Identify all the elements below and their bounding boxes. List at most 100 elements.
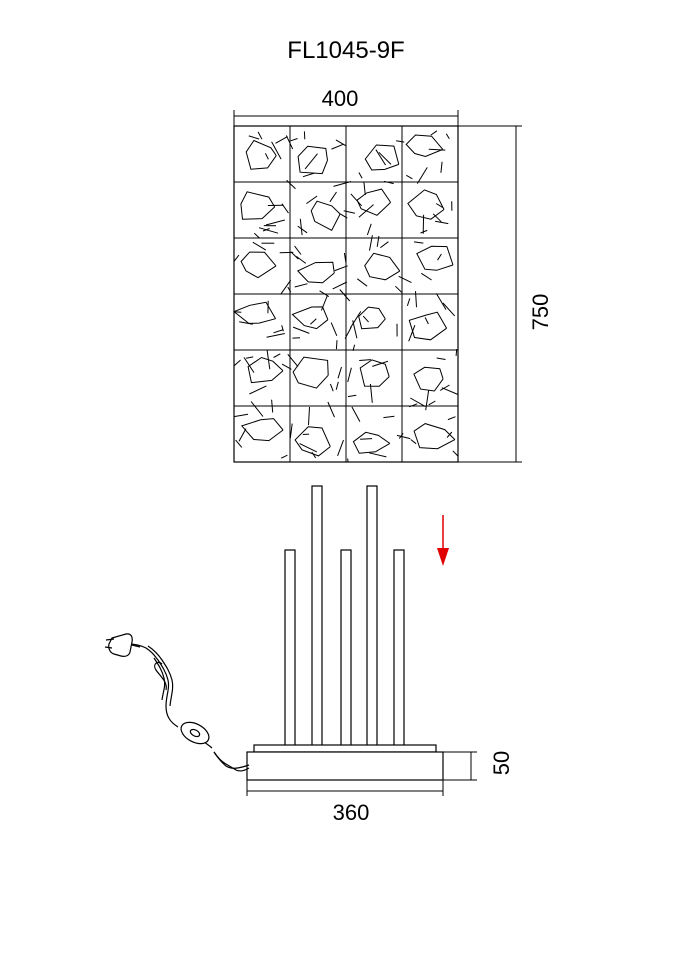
- crack-line: [233, 359, 241, 367]
- crack-line: [358, 172, 363, 179]
- crack-line: [335, 381, 339, 390]
- crack-line: [369, 235, 373, 251]
- crack-line: [273, 353, 281, 358]
- rod-4: [366, 485, 378, 747]
- crack-line: [351, 406, 361, 422]
- light-rods: [284, 485, 405, 747]
- crack-loop: [413, 366, 444, 392]
- crack-line: [421, 272, 432, 281]
- crack-line: [250, 401, 264, 417]
- rod-2: [311, 485, 323, 747]
- crack-loop: [310, 200, 341, 231]
- crack-line: [329, 191, 337, 203]
- crack-loop: [358, 306, 386, 330]
- crack-line: [281, 325, 284, 332]
- crack-loop: [413, 423, 456, 450]
- crack-loop: [405, 134, 444, 158]
- crack-loop: [240, 418, 284, 442]
- crack-line: [376, 235, 380, 247]
- crack-loop: [359, 359, 390, 387]
- power-cord: [127, 643, 250, 772]
- crack-line: [262, 228, 270, 232]
- crack-line: [378, 151, 392, 165]
- crack-line: [292, 326, 310, 334]
- crack-loop: [416, 245, 454, 271]
- crack-line: [430, 130, 438, 136]
- crack-line: [413, 241, 424, 244]
- crack-line: [435, 220, 449, 225]
- crack-line: [290, 251, 299, 260]
- crack-loop: [296, 261, 335, 284]
- crack-line: [343, 210, 356, 214]
- crack-line: [275, 136, 288, 144]
- crack-line: [396, 434, 411, 440]
- crack-line: [290, 138, 298, 142]
- crack-loop: [292, 356, 329, 389]
- crack-line: [410, 439, 417, 445]
- crack-line: [343, 252, 347, 264]
- crack-line: [455, 349, 458, 356]
- crack-line: [409, 403, 418, 408]
- crack-line: [285, 135, 294, 150]
- crack-line: [252, 241, 267, 251]
- crack-loop: [364, 252, 401, 281]
- crack-line: [246, 356, 254, 359]
- crack-line: [435, 203, 444, 209]
- crack-line: [420, 229, 428, 234]
- base-height-dimension: [443, 751, 477, 781]
- crack-line: [406, 298, 411, 307]
- crack-line: [441, 387, 459, 395]
- crack-line: [310, 318, 317, 325]
- crack-loop: [364, 144, 400, 171]
- crack-pattern: [233, 130, 459, 463]
- crack-line: [334, 265, 348, 272]
- crack-loop: [240, 251, 277, 279]
- crack-line: [424, 317, 429, 325]
- crack-loop: [294, 426, 331, 457]
- crack-line: [239, 321, 253, 325]
- crack-line: [445, 133, 450, 140]
- rod-5: [393, 549, 405, 747]
- crack-line: [363, 182, 366, 196]
- crack-line: [428, 148, 446, 151]
- crack-line: [289, 423, 293, 439]
- crack-line: [258, 227, 279, 234]
- crack-loop: [297, 145, 328, 175]
- crack-line: [410, 397, 426, 408]
- crack-line: [372, 360, 389, 367]
- crack-line: [271, 399, 274, 413]
- crack-line: [344, 326, 352, 339]
- crack-line: [335, 340, 338, 350]
- crack-line: [299, 443, 318, 453]
- crack-line: [329, 383, 334, 392]
- crack-line: [308, 406, 310, 426]
- crack-line: [442, 302, 456, 317]
- crack-line: [349, 311, 362, 329]
- crack-line: [347, 394, 357, 398]
- crack-line: [395, 285, 403, 294]
- crack-line: [435, 293, 447, 310]
- shade-width-label: 400: [322, 86, 359, 111]
- crack-line: [299, 218, 303, 236]
- crack-line: [436, 357, 446, 360]
- crack-line: [238, 428, 247, 442]
- inline-switch: [180, 721, 210, 745]
- crack-line: [265, 219, 285, 226]
- crack-line: [440, 161, 443, 173]
- crack-line: [380, 241, 389, 249]
- lamp-base: [246, 744, 444, 781]
- rod-1: [284, 549, 296, 747]
- crack-line: [366, 223, 372, 236]
- crack-line: [360, 438, 373, 440]
- crack-line: [352, 320, 358, 339]
- crack-line: [369, 383, 373, 403]
- crack-line: [264, 153, 269, 160]
- crack-line: [233, 311, 242, 313]
- crack-loop: [247, 356, 284, 384]
- crack-line: [287, 353, 299, 367]
- crack-line: [383, 415, 395, 419]
- crystal-shade: [233, 125, 459, 463]
- crack-line: [347, 367, 352, 383]
- crack-line: [330, 322, 338, 336]
- model-title: FL1045-9F: [287, 37, 404, 64]
